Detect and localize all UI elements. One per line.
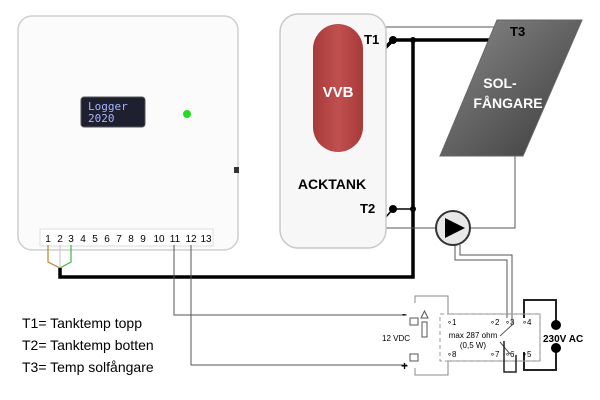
legend-t1: T1= Tanktemp topp — [22, 315, 142, 331]
supply-label: 12 VDC — [382, 334, 410, 343]
terminal-8: 8 — [128, 234, 134, 245]
tank-label: ACKTANK — [298, 176, 366, 192]
relay-pin-3: ∘3 — [505, 318, 515, 327]
led-icon — [420, 309, 429, 319]
mains-terminal — [551, 320, 561, 330]
collector-label-1: SOL- — [483, 75, 517, 91]
relay-pin-1: ∘1 — [447, 318, 457, 327]
legend-t2: T2= Tanktemp botten — [22, 337, 154, 353]
status-led — [183, 110, 191, 118]
terminal-strip — [39, 228, 214, 247]
mains-terminal — [551, 343, 561, 353]
terminal-11: 11 — [170, 234, 181, 245]
sensor-t1-label: T1 — [364, 32, 379, 47]
relay-pin-8: ∘8 — [447, 350, 457, 359]
terminal-4: 4 — [80, 234, 86, 245]
vvb-label: VVB — [323, 84, 354, 101]
t2-junction — [410, 206, 416, 212]
terminal-9: 9 — [140, 234, 146, 245]
solar-collector: SOL- FÅNGARE T3 — [439, 19, 583, 157]
terminal-5: 5 — [92, 234, 98, 245]
t2-junction — [389, 205, 397, 213]
logger-display — [80, 96, 146, 128]
terminal-6: 6 — [104, 234, 110, 245]
sensor-t2-label: T2 — [360, 201, 375, 216]
terminal-3: 3 — [68, 234, 74, 245]
relay-pin-2: ∘2 — [490, 318, 500, 327]
circulation-pump — [435, 210, 471, 246]
terminal-10: 10 — [153, 234, 165, 245]
t1-junction — [410, 37, 416, 43]
relay-pin-5: ∘5 — [522, 350, 532, 359]
collector-label-2: FÅNGARE — [473, 95, 542, 111]
plus-label: + — [401, 359, 408, 373]
relay: 12 VDC - + max 287 ohm (0,5 W) ∘1 ∘8 ∘2 ∘3 ∘… — [382, 295, 583, 376]
legend-t3: T3= Temp solfångare — [22, 359, 154, 375]
accumulator-tank: VVB ACKTANK T1 T2 — [279, 13, 387, 249]
coil-spec-1: max 287 ohm — [449, 331, 498, 340]
terminal-13: 13 — [200, 234, 212, 245]
relay-pin-4: ∘4 — [522, 318, 532, 327]
display-line1: Logger — [88, 100, 128, 113]
coil-spec-2: (0,5 W) — [460, 341, 487, 350]
relay-pin-6: ∘6 — [505, 350, 515, 359]
minus-label: - — [402, 307, 406, 321]
t1-junction — [389, 36, 397, 44]
terminal-1: 1 — [45, 234, 51, 245]
mains-label: 230V AC — [543, 334, 583, 345]
water-heater-vvb — [313, 24, 363, 152]
logger-connector — [234, 167, 239, 173]
pump-arrow-icon — [445, 218, 465, 238]
terminal-7: 7 — [116, 234, 122, 245]
sensor-t3-label: T3 — [510, 24, 525, 39]
display-line2: 2020 — [88, 112, 115, 125]
relay-pin-7: ∘7 — [490, 350, 500, 359]
terminal-12: 12 — [185, 234, 197, 245]
terminal-2: 2 — [57, 234, 63, 245]
